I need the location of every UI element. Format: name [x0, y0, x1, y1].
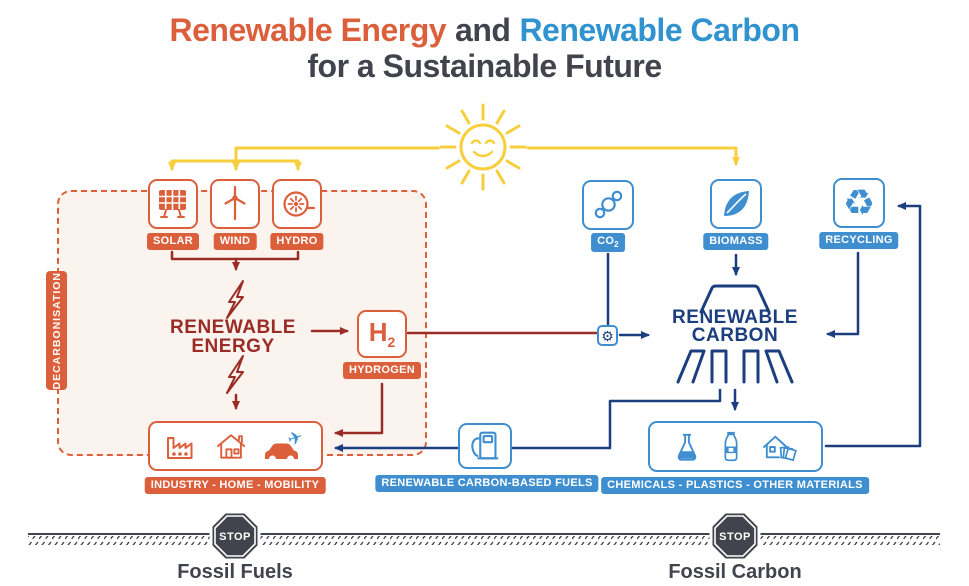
carbon-wires [334, 202, 922, 452]
h2-subscript: 2 [387, 334, 396, 351]
hydro-label: HYDRO [270, 233, 324, 250]
renewable-carbon-title: RENEWABLE CARBON [672, 307, 798, 346]
co2-label-text: CO [597, 235, 615, 247]
chemicals-plastics-label: CHEMICALS - PLASTICS - OTHER MATERIALS [601, 477, 869, 494]
stop-sign-fossil-fuels: STOP [209, 510, 261, 562]
renewable-carbon-logo [676, 284, 794, 384]
fossil-fuels-label: Fossil Fuels [177, 561, 293, 583]
home-icon [216, 434, 245, 459]
solar-label: SOLAR [147, 233, 199, 250]
title-renewable-energy: Renewable Energy [169, 12, 447, 48]
renewable-energy-line1: RENEWABLE [170, 317, 296, 338]
fossil-carbon-label: Fossil Carbon [668, 561, 802, 583]
wind-box [210, 179, 260, 229]
house-materials-icon [762, 435, 797, 461]
renewable-energy-title: RENEWABLE ENERGY [170, 318, 296, 356]
gear-icon: ⚙ [601, 327, 614, 344]
energy-wires [170, 250, 598, 437]
factory-icon [166, 437, 192, 459]
chemicals-plastics-box [648, 421, 823, 472]
industry-home-mobility-box: ✈ [148, 421, 323, 471]
solar-panel-icon [159, 190, 186, 218]
road-barrier [28, 533, 940, 545]
wind-turbine-icon [224, 186, 246, 221]
plastic-bottle-icon [723, 431, 738, 461]
car-plane-icon: ✈ [264, 429, 305, 463]
co2-molecule-icon [594, 190, 623, 219]
conversion-junction: ⚙ [597, 325, 618, 346]
hydro-turbine-icon [283, 191, 315, 217]
renewable-energy-line2: ENERGY [191, 336, 275, 357]
hydro-box [272, 179, 322, 229]
hydrogen-box: H2 [357, 310, 407, 358]
sun-icon [439, 103, 527, 191]
stop-text: STOP [219, 531, 251, 543]
recycling-box: ♻ [833, 178, 885, 228]
lightning-bolt-icon [226, 280, 244, 319]
biomass-box [710, 179, 762, 229]
renewable-carbon-line1: RENEWABLE [672, 307, 798, 328]
wind-label: WIND [213, 233, 257, 250]
co2-label: CO2 [591, 233, 625, 253]
stop-sign-fossil-carbon: STOP [709, 510, 761, 562]
title-renewable-carbon: Renewable Carbon [519, 12, 800, 48]
recycling-label: RECYCLING [819, 232, 899, 249]
biomass-leaf-icon [724, 191, 749, 216]
co2-label-sub: 2 [614, 240, 619, 250]
title-line2: for a Sustainable Future [307, 48, 662, 84]
plane-icon: ✈ [284, 429, 305, 450]
stop-text: STOP [719, 531, 751, 543]
biomass-label: BIOMASS [703, 233, 769, 250]
decarbonisation-label-text: DECARBONISATION [50, 271, 63, 390]
renewable-carbon-line2: CARBON [691, 325, 779, 346]
h2-symbol: H2 [369, 319, 396, 349]
fuels-label: RENEWABLE CARBON-BASED FUELS [375, 475, 599, 492]
flask-icon [677, 433, 696, 461]
lightning-bolt-icon [226, 355, 244, 394]
sunlight-arrows [168, 146, 740, 171]
industry-home-mobility-label: INDUSTRY - HOME - MOBILITY [144, 477, 326, 494]
fuels-box [458, 423, 512, 469]
solar-box [148, 179, 198, 229]
hydrogen-label: HYDROGEN [343, 362, 421, 379]
co2-box [582, 180, 634, 230]
decarbonisation-label: DECARBONISATION [46, 271, 67, 390]
h2-letter: H [368, 316, 388, 347]
fuel-pump-icon [471, 431, 499, 460]
recycle-icon: ♻ [842, 182, 876, 223]
title-and: and [455, 12, 511, 48]
